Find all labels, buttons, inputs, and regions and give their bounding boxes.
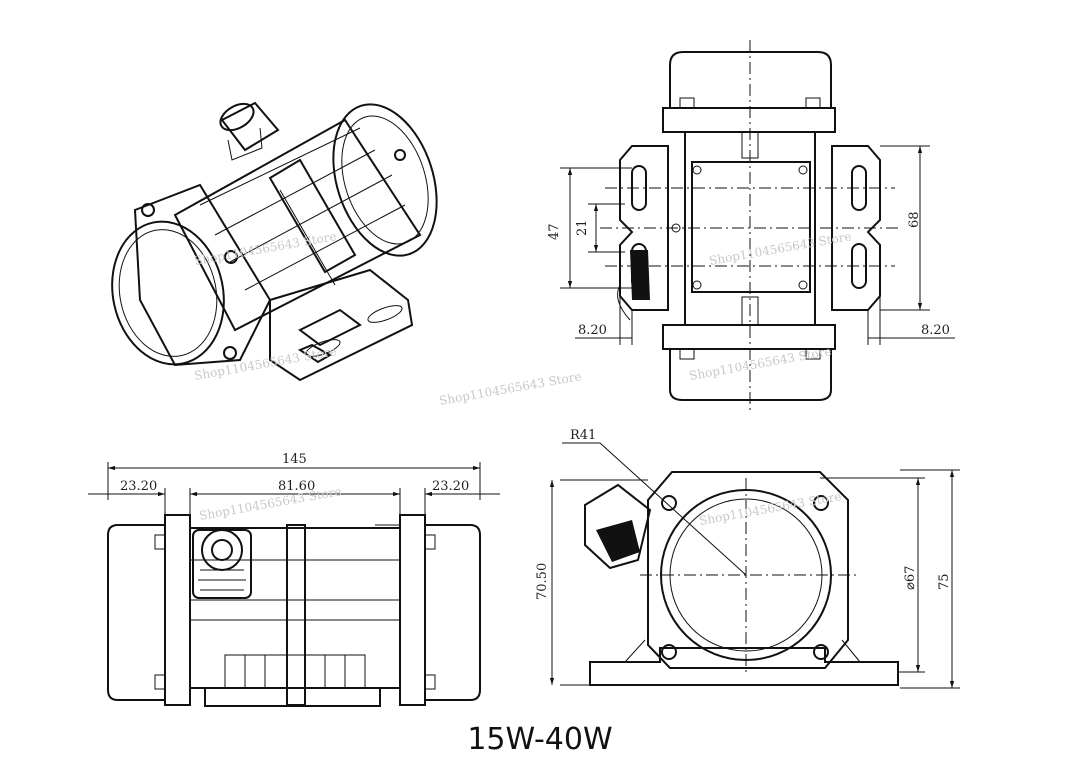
side-view	[88, 462, 500, 707]
watermark: Shop1104565643 Store	[193, 344, 337, 383]
model-caption: 15W-40W	[467, 722, 613, 757]
side-mid-dimension: 81.60	[278, 479, 315, 494]
end-right-height-dimension: 75	[937, 573, 952, 590]
side-total-dimension: 145	[282, 452, 307, 467]
side-right-dimension: 23.20	[432, 479, 469, 494]
side-left-dimension: 23.20	[120, 479, 157, 494]
watermark: Shop1104565643 Store	[193, 229, 337, 268]
watermark: Shop1104565643 Store	[708, 229, 852, 268]
top-height-dimension: 47	[547, 223, 562, 240]
isometric-view	[111, 101, 438, 382]
top-right-height-dimension: 68	[907, 211, 922, 228]
top-left-offset-dimension: 8.20	[578, 323, 607, 338]
top-inner-dimension: 21	[575, 219, 590, 236]
watermark: Shop1104565643 Store	[438, 369, 582, 408]
watermark: Shop1104565643 Store	[198, 484, 342, 523]
end-view	[549, 442, 960, 689]
end-diameter-dimension: ⌀67	[903, 566, 918, 590]
top-view	[560, 40, 955, 410]
end-left-height-dimension: 70.50	[535, 563, 550, 600]
top-right-offset-dimension: 8.20	[921, 323, 950, 338]
end-radius-dimension: R41	[570, 428, 596, 443]
